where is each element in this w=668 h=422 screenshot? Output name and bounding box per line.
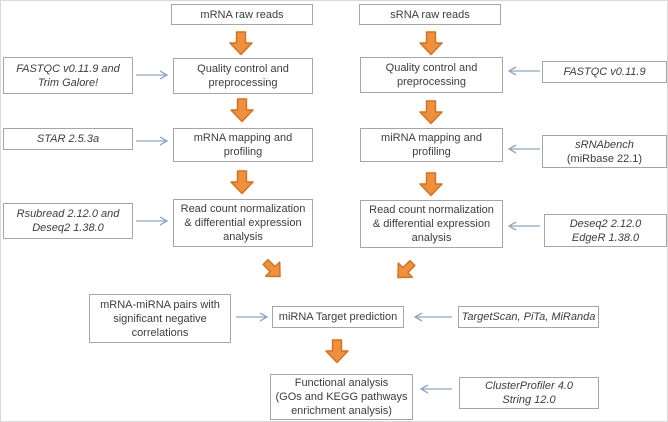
node-label: miRNA mapping and <box>381 132 482 144</box>
tool-srnabench: sRNAbench (miRbase 22.1) <box>542 135 667 168</box>
tool-deseq2-edger: Deseq2 2.12.0 EdgeR 1.38.0 <box>544 214 667 247</box>
down-left-arrow-icon <box>392 258 418 283</box>
node-label: Quality control and <box>385 62 478 74</box>
left-arrow-icon <box>507 65 541 77</box>
right-arrow-icon <box>135 69 169 81</box>
node-readcount-mrna: Read count normalization & differential … <box>173 199 313 247</box>
down-right-arrow-icon <box>260 257 286 282</box>
node-label: Read count normalization <box>369 204 494 216</box>
left-arrow-icon <box>507 220 541 232</box>
tool-label: sRNAbench <box>575 138 634 151</box>
node-label: preprocessing <box>208 77 278 89</box>
right-arrow-icon <box>135 135 169 147</box>
tool-rsubread-deseq2: Rsubread 2.12.0 and Deseq2 1.38.0 <box>3 203 133 239</box>
node-quality-control-srna: Quality control and preprocessing <box>360 57 503 93</box>
tool-fastqc: FASTQC v0.11.9 <box>542 61 667 83</box>
down-arrow-icon <box>324 339 350 364</box>
node-mrna-mapping: mRNA mapping and profiling <box>173 128 313 162</box>
down-arrow-icon <box>418 100 444 125</box>
node-mirna-target-prediction: miRNA Target prediction <box>272 306 404 328</box>
node-label: profiling <box>412 146 451 158</box>
down-arrow-icon <box>229 98 255 123</box>
node-label: mRNA-miRNA pairs with <box>100 298 220 311</box>
node-label: & differential expression <box>184 217 302 229</box>
node-label: sRNA raw reads <box>390 8 470 21</box>
tool-label: EdgeR 1.38.0 <box>571 231 640 244</box>
down-arrow-icon <box>418 172 444 197</box>
tool-label: FASTQC v0.11.9 and <box>16 62 120 75</box>
node-label: analysis <box>223 231 263 243</box>
tool-label: FASTQC v0.11.9 <box>563 66 646 78</box>
node-mrna-raw-reads: mRNA raw reads <box>171 4 313 25</box>
down-arrow-icon <box>229 170 255 195</box>
node-srna-raw-reads: sRNA raw reads <box>359 4 501 25</box>
tool-label: STAR 2.5.3a <box>36 133 100 145</box>
node-readcount-srna: Read count normalization & differential … <box>360 200 503 248</box>
node-label: correlations <box>131 326 189 339</box>
tool-label: TargetScan, PiTa, MiRanda <box>461 311 596 323</box>
node-quality-control-mrna: Quality control and preprocessing <box>173 58 313 94</box>
node-label: & differential expression <box>372 218 491 230</box>
tool-label: Rsubread 2.12.0 and <box>16 208 120 220</box>
node-label: Read count normalization <box>180 203 306 215</box>
tool-targetscan-pita-miranda: TargetScan, PiTa, MiRanda <box>458 306 599 328</box>
tool-label: String 12.0 <box>502 394 556 406</box>
tool-label: Deseq2 1.38.0 <box>32 222 104 234</box>
node-label: preprocessing <box>396 76 467 88</box>
tool-label: (miRbase 22.1) <box>566 152 643 165</box>
node-label: analysis <box>411 232 452 244</box>
tool-label: ClusterProfiler 4.0 <box>484 380 574 392</box>
left-arrow-icon <box>507 143 541 155</box>
left-arrow-icon <box>413 311 453 323</box>
node-label: (GOs and KEGG pathways <box>275 391 408 403</box>
node-label: miRNA Target prediction <box>278 311 398 323</box>
node-label: mRNA raw reads <box>200 8 284 21</box>
right-arrow-icon <box>135 215 169 227</box>
node-functional-analysis: Functional analysis (GOs and KEGG pathwa… <box>270 374 413 420</box>
tool-star: STAR 2.5.3a <box>3 128 133 150</box>
node-label: profiling <box>223 146 263 158</box>
tool-label: Deseq2 2.12.0 <box>569 217 642 230</box>
down-arrow-icon <box>418 31 444 56</box>
node-mrna-mirna-pairs: mRNA-miRNA pairs with significant negati… <box>89 294 231 343</box>
down-arrow-icon <box>228 31 254 56</box>
tool-clusterprofiler-string: ClusterProfiler 4.0 String 12.0 <box>459 377 599 409</box>
node-label: mRNA mapping and <box>193 132 293 144</box>
node-label: Functional analysis <box>294 377 389 389</box>
node-label: enrichment analysis) <box>291 405 392 417</box>
right-arrow-icon <box>235 311 269 323</box>
node-label: Quality control and <box>197 63 289 75</box>
node-mirna-mapping: miRNA mapping and profiling <box>360 128 503 162</box>
tool-label: Trim Galore! <box>37 76 99 89</box>
node-label: significant negative <box>113 312 207 325</box>
tool-fastqc-trimgalore: FASTQC v0.11.9 and Trim Galore! <box>3 57 133 94</box>
left-arrow-icon <box>419 383 453 395</box>
